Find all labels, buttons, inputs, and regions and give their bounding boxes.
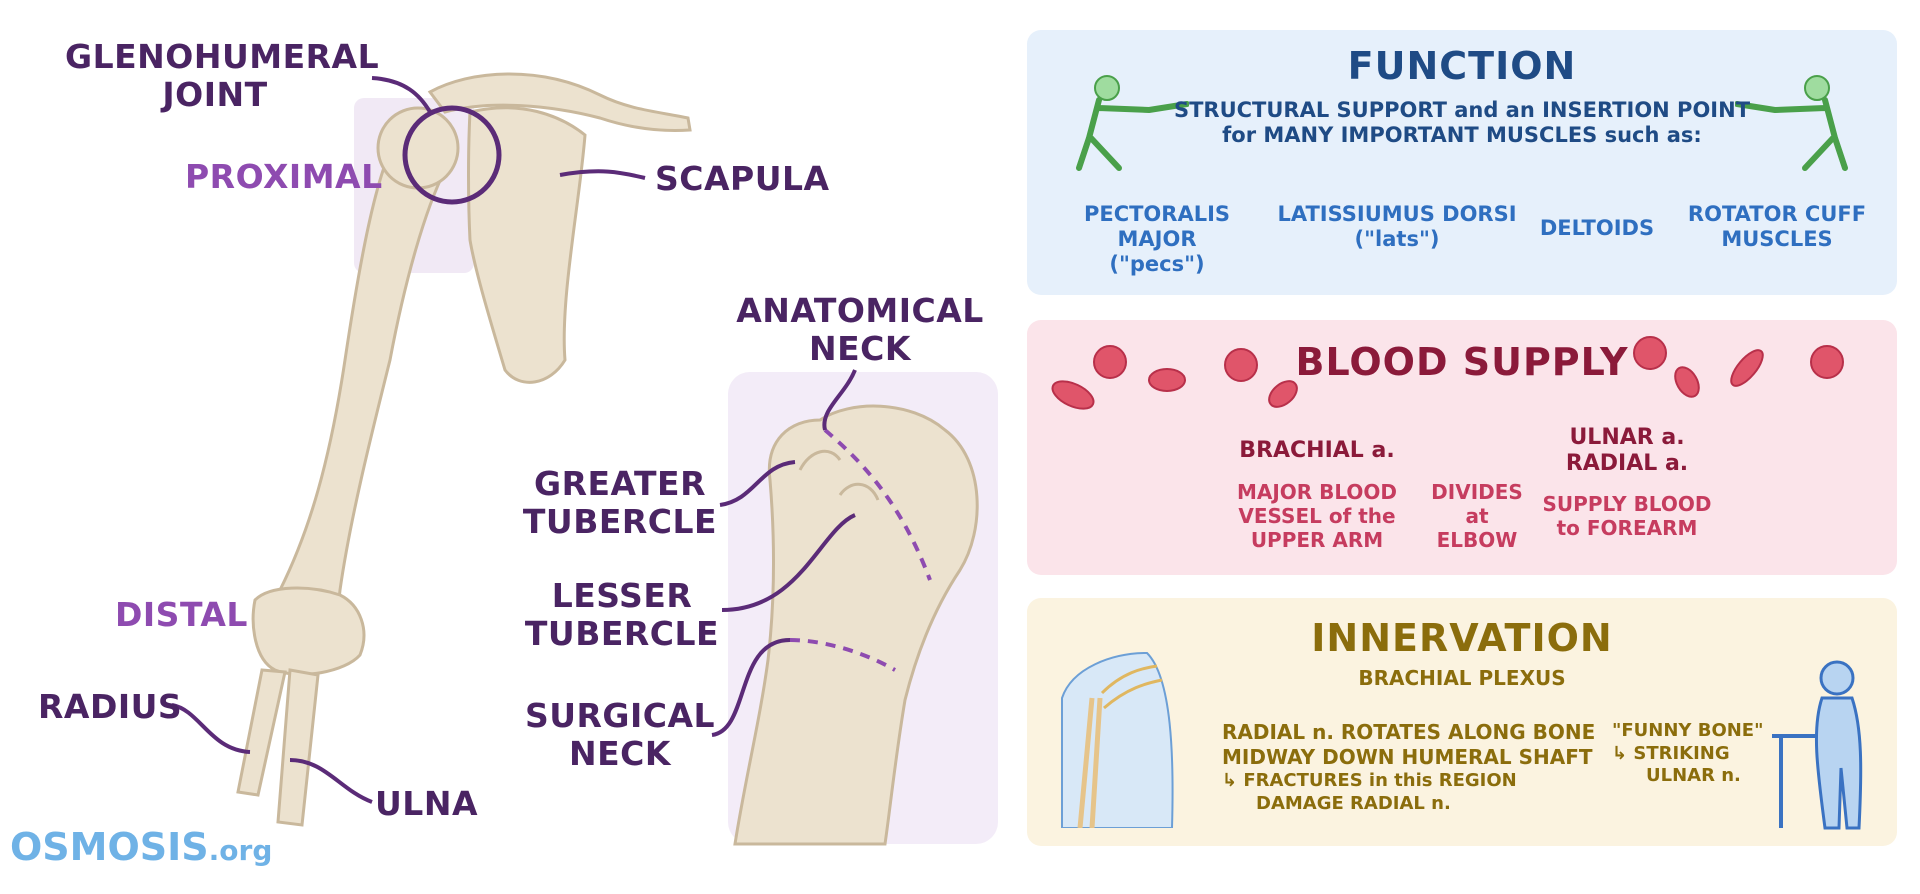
- ulna-leader: [289, 758, 373, 804]
- surgical-neck-line: [789, 638, 896, 672]
- distal-label: DISTAL: [115, 595, 248, 634]
- function-card: FUNCTION STRUCTURAL SUPPORT and an INSER…: [1027, 30, 1897, 295]
- proximal-label: PROXIMAL: [185, 157, 383, 196]
- brachial-artery: BRACHIAL a.: [1239, 438, 1395, 463]
- glenohumeral-circle: [402, 105, 502, 205]
- osmosis-logo: OSMOSIS.org: [10, 825, 273, 869]
- clavicle-bone: [427, 72, 692, 132]
- radial-nerve-text: RADIAL n. ROTATES ALONG BONE MIDWAY DOWN…: [1222, 720, 1596, 814]
- function-title: FUNCTION: [1347, 44, 1577, 88]
- supply-forearm: SUPPLY BLOOD to FOREARM: [1542, 492, 1712, 540]
- humerus-illustration: [171, 72, 998, 846]
- function-description: STRUCTURAL SUPPORT and an INSERTION POIN…: [1173, 98, 1751, 148]
- radius-leader: [171, 703, 251, 754]
- ulna-label: ULNA: [375, 784, 478, 823]
- red-blood-cells-icon: [1051, 336, 1844, 410]
- greater-tubercle-leader: [719, 460, 796, 507]
- scapula-bone: [467, 106, 587, 384]
- proximal-humerus: [733, 404, 979, 846]
- blood-supply-card: BLOOD SUPPLY BRACHIAL a. MAJOR BLOOD VES…: [1027, 320, 1897, 575]
- lesser-tubercle-leader: [721, 513, 856, 612]
- scapula-leader: [559, 169, 646, 180]
- muscle-pectoralis: PECTORALIS MAJOR("pecs"): [1083, 202, 1231, 277]
- anatomical-neck-leader: [822, 369, 857, 431]
- glenohumeral-leader: [371, 76, 432, 114]
- innervation-card: INNERVATION BRACHIAL PLEXUS RADIAL n. RO…: [1027, 598, 1897, 846]
- radius-label: RADIUS: [38, 687, 183, 726]
- anatomical-neck-line: [823, 428, 932, 581]
- brachial-description: MAJOR BLOOD VESSEL of the UPPER ARM: [1236, 480, 1398, 552]
- innervation-subtitle: BRACHIAL PLEXUS: [1358, 666, 1566, 690]
- tubercle-outline: [798, 449, 880, 501]
- funny-bone-figure-icon: [1772, 660, 1863, 830]
- muscle-deltoids: DELTOIDS: [1539, 216, 1655, 240]
- elbow-joint: [251, 586, 366, 676]
- ulna-bone: [276, 668, 320, 827]
- tug-figure-left-icon: [1076, 75, 1189, 171]
- muscle-latissimus: LATISSIUMUS DORSI("lats"): [1277, 202, 1517, 252]
- surgical-neck-leader: [711, 638, 791, 737]
- ulnar-radial-arteries: ULNAR a. RADIAL a.: [1565, 425, 1689, 477]
- scapula-label: SCAPULA: [655, 159, 830, 198]
- funny-bone-text: "FUNNY BONE" ↳ STRIKING ULNAR n.: [1612, 720, 1764, 786]
- arm-nerve-icon: [1061, 651, 1174, 828]
- innervation-title: INNERVATION: [1311, 616, 1613, 660]
- divides-at-elbow: DIVIDES at ELBOW: [1431, 480, 1523, 552]
- tug-figure-right-icon: [1735, 75, 1848, 171]
- radius-bone: [236, 668, 287, 797]
- blood-supply-title: BLOOD SUPPLY: [1295, 340, 1629, 384]
